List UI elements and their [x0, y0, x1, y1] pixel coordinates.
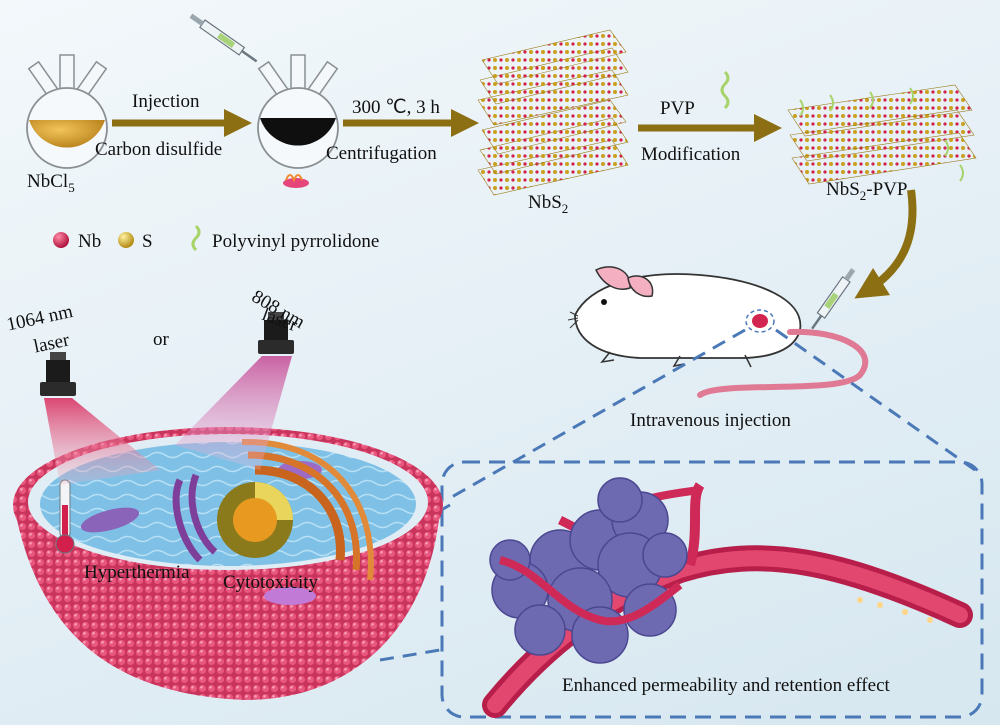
nbs2-pvp-nanosheets: [787, 84, 977, 185]
thermometer-icon: [55, 479, 75, 554]
legend-pvp-icon: [191, 224, 201, 252]
vessel-over-tumor: [498, 556, 683, 626]
legend-nb-dot: [53, 232, 69, 248]
label-nbcl5: NbCl5: [27, 171, 75, 195]
golgi-apparatus: [241, 438, 374, 581]
label-temperature-time: 300 ℃, 3 h: [352, 97, 440, 118]
label-epr-effect: Enhanced permeability and retention effe…: [562, 675, 890, 696]
arrow-to-mouse: [854, 189, 917, 299]
mouse-illustration: [567, 266, 869, 398]
label-or: or: [153, 329, 169, 350]
legend-s-dot: [118, 232, 134, 248]
zoom-line-bottom: [379, 648, 441, 662]
tail-syringe-icon: [811, 268, 856, 330]
heating-icon: [283, 174, 309, 188]
label-nbs2: NbS2: [528, 192, 569, 216]
legend-nb-label: Nb: [78, 231, 102, 252]
zoom-line-right: [775, 328, 976, 472]
flask-black: [257, 54, 339, 169]
label-nbs2-pvp: NbS2-PVP: [826, 179, 908, 203]
label-intravenous-injection: Intravenous injection: [630, 410, 791, 431]
zoom-line-left: [449, 328, 746, 500]
laser-beam-1064: [44, 398, 160, 485]
nbs2-nanosheets: [477, 29, 629, 196]
label-cytotoxicity: Cytotoxicity: [223, 572, 318, 593]
label-centrifugation: Centrifugation: [326, 143, 437, 164]
tumor-mass: [489, 477, 688, 664]
label-modification: Modification: [641, 144, 741, 165]
label-pvp: PVP: [660, 98, 695, 119]
label-hyperthermia: Hyperthermia: [84, 562, 190, 583]
tumor-inset-frame: [440, 460, 984, 719]
nucleus: [217, 482, 293, 558]
laser-beam-808: [175, 356, 292, 470]
syringe-icon: [189, 13, 258, 63]
laser-808-icon: [258, 312, 294, 354]
laser-1064-icon: [40, 352, 76, 396]
label-injection: Injection: [132, 91, 200, 112]
legend-s-label: S: [142, 231, 153, 252]
legend-pvp-label: Polyvinyl pyrrolidone: [212, 231, 380, 252]
pvp-strand-icon: [720, 70, 730, 110]
flask-nbcl5: [26, 54, 108, 169]
label-carbon-disulfide: Carbon disulfide: [95, 139, 223, 160]
